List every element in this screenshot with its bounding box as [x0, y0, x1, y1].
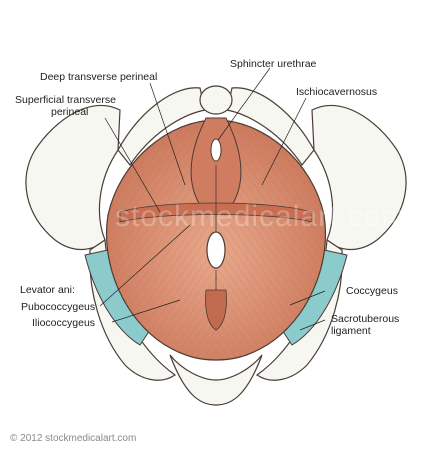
vaginal-opening	[206, 231, 226, 269]
copyright-credit: © 2012 stockmedicalart.com	[10, 433, 137, 444]
leader-sphincter-urethrae	[217, 67, 271, 141]
leader-coccygeus	[289, 290, 326, 306]
label-deep-transverse-perineal: Deep transverse perineal	[40, 71, 158, 83]
pelvic-floor-muscles	[105, 117, 327, 361]
label-sacrotuberous-line2: ligament	[331, 325, 371, 337]
label-iliococcygeus: Iliococcygeus	[32, 317, 96, 329]
label-superficial-transverse-line1: Superficial transverse	[15, 94, 116, 106]
sacrum	[169, 354, 263, 406]
leader-ischiocavernosus	[261, 97, 307, 186]
label-sacrotuberous-line1: Sacrotuberous	[331, 313, 400, 325]
right-iliac-bone	[311, 104, 407, 250]
pubic-symphysis	[199, 85, 233, 115]
urethra-opening	[210, 138, 222, 162]
leader-deep-transverse	[149, 82, 186, 186]
leader-pubococcygeus	[99, 224, 191, 307]
leader-sacrotuberous	[299, 319, 326, 331]
left-iliac-bone	[25, 104, 121, 250]
label-coccygeus: Coccygeus	[346, 285, 398, 297]
leader-iliococcygeus	[111, 299, 181, 323]
label-superficial-transverse-line2: perineal	[51, 106, 89, 118]
leader-superficial-transverse	[104, 117, 161, 213]
leader-lines	[99, 67, 326, 331]
label-levator-ani: Levator ani:	[20, 284, 75, 296]
anal-sphincter	[205, 289, 227, 331]
label-pubococcygeus: Pubococcygeus	[21, 301, 96, 313]
label-ischiocavernosus: Ischiocavernosus	[296, 86, 378, 98]
label-sphincter-urethrae: Sphincter urethrae	[230, 58, 317, 70]
